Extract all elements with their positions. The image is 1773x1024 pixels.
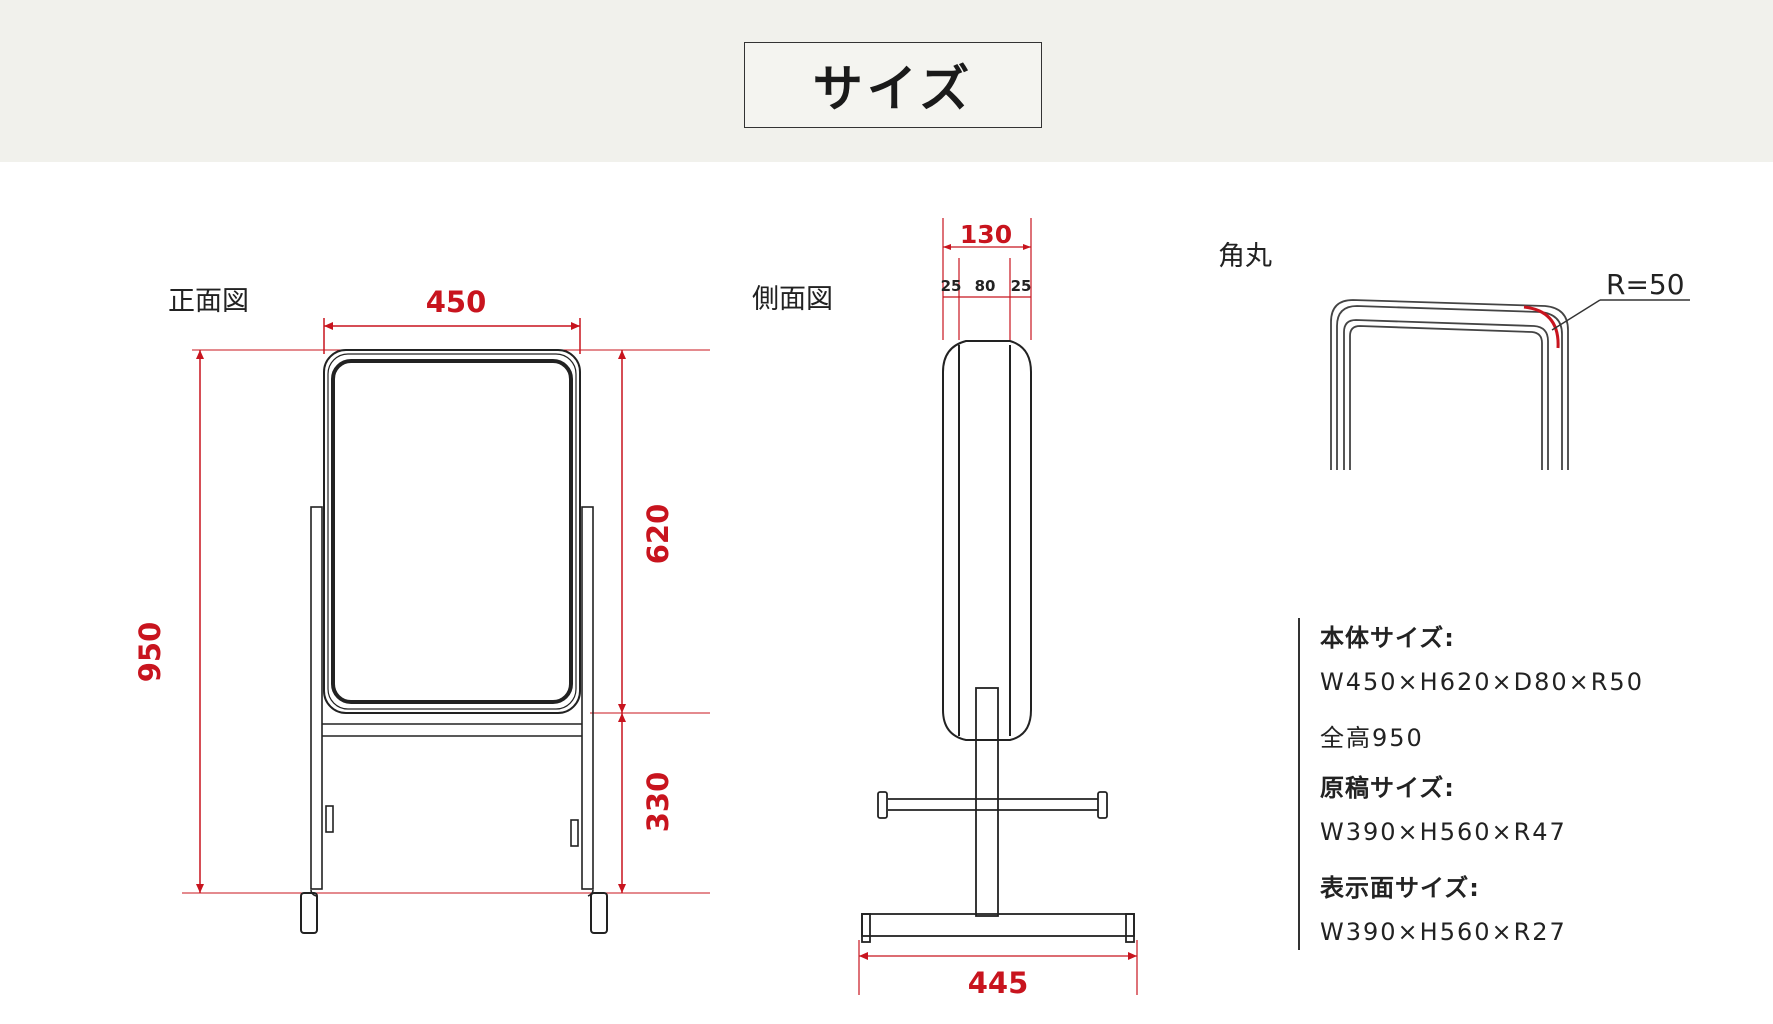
front-stand bbox=[300, 506, 608, 934]
spec-artwork-size-value: W390×H560×R47 bbox=[1320, 818, 1567, 846]
side-right-value: 25 bbox=[1011, 277, 1032, 295]
side-center-value: 80 bbox=[975, 277, 996, 295]
spec-total-height-value: 全高950 bbox=[1320, 724, 1424, 752]
side-view: 側面図 130 25 80 25 bbox=[752, 218, 1138, 1000]
side-panel bbox=[942, 340, 1032, 741]
title-box: サイズ bbox=[744, 42, 1042, 128]
side-base-width-value: 445 bbox=[968, 966, 1029, 1000]
front-width-value: 450 bbox=[426, 285, 487, 319]
side-view-label: 側面図 bbox=[752, 284, 833, 315]
front-leg-height-value: 330 bbox=[641, 772, 675, 833]
spec-body-size-value: W450×H620×D80×R50 bbox=[1320, 668, 1644, 696]
side-depth-total-value: 130 bbox=[960, 220, 1012, 249]
dim-front-height-total bbox=[182, 349, 710, 894]
radius-arc bbox=[1523, 305, 1560, 349]
spec-artwork-size-heading: 原稿サイズ: bbox=[1320, 774, 1455, 802]
spec-body-size-heading: 本体サイズ: bbox=[1320, 624, 1455, 652]
side-left-value: 25 bbox=[941, 277, 962, 295]
dim-front-width bbox=[323, 318, 581, 354]
corner-detail: 角丸 R=50 bbox=[1218, 241, 1690, 470]
dim-side-depth bbox=[942, 218, 1032, 340]
dim-side-base bbox=[858, 940, 1138, 995]
front-height-total-value: 950 bbox=[133, 622, 167, 683]
spec-display-size-value: W390×H560×R27 bbox=[1320, 918, 1567, 946]
front-panel bbox=[323, 349, 581, 714]
corner-frame bbox=[1330, 299, 1569, 470]
corner-radius-value: R=50 bbox=[1606, 268, 1685, 301]
corner-view-label: 角丸 bbox=[1218, 241, 1272, 272]
side-stand bbox=[861, 687, 1135, 943]
spec-list: 本体サイズ: W450×H620×D80×R50 全高950 原稿サイズ: W3… bbox=[1298, 618, 1720, 950]
front-view: 正面図 450 950 620 330 bbox=[133, 285, 710, 934]
front-view-label: 正面図 bbox=[168, 286, 249, 317]
page-title: サイズ bbox=[812, 59, 974, 118]
dim-front-right bbox=[590, 350, 710, 893]
spec-display-size-heading: 表示面サイズ: bbox=[1320, 874, 1480, 902]
radius-leader bbox=[1551, 299, 1601, 331]
front-panel-height-value: 620 bbox=[641, 504, 675, 565]
